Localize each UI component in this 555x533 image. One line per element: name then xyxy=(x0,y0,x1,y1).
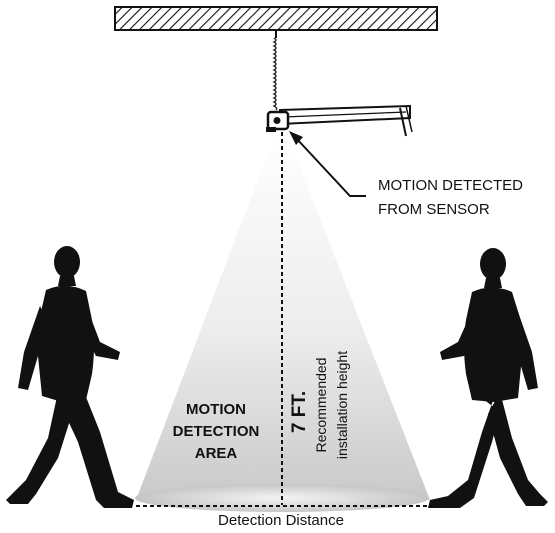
hanging-chain xyxy=(272,30,278,111)
height-value: 7 FT. xyxy=(289,391,310,433)
person-left-icon xyxy=(6,246,134,508)
area-label-line-3: AREA xyxy=(195,445,238,462)
callout-leader xyxy=(289,131,366,197)
height-caption-line-1: Recommended xyxy=(313,358,329,453)
callout-line-2: FROM SENSOR xyxy=(378,201,490,218)
area-label-line-1: MOTION xyxy=(186,401,246,418)
callout-line-1: MOTION DETECTED xyxy=(378,177,523,194)
person-right-icon xyxy=(428,248,548,508)
area-label-line-2: DETECTION xyxy=(173,423,260,440)
ceiling xyxy=(114,6,438,31)
motion-sensor-icon xyxy=(266,110,290,132)
height-caption-line-2: installation height xyxy=(334,351,350,459)
distance-label: Detection Distance xyxy=(218,512,344,529)
light-fixture xyxy=(279,104,413,137)
